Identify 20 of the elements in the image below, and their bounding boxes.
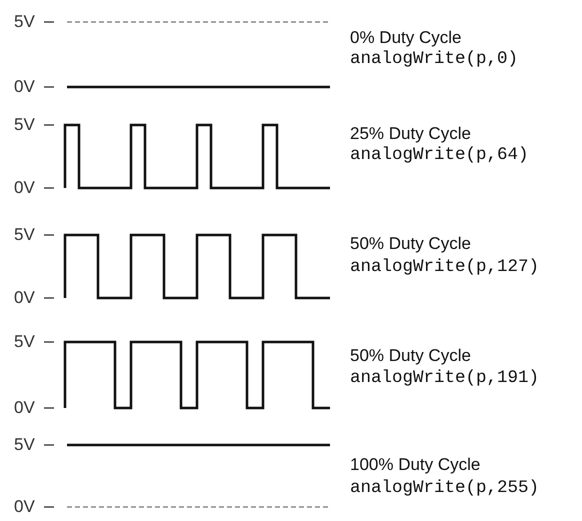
code-label: analogWrite(p,255) bbox=[350, 480, 540, 498]
voltage-label: 5V bbox=[14, 436, 35, 453]
code-label: analogWrite(p,0) bbox=[350, 51, 518, 68]
voltage-label: 5V bbox=[14, 116, 35, 133]
voltage-label: 0V bbox=[14, 179, 35, 196]
duty-cycle-label: 100% Duty Cycle bbox=[350, 456, 480, 473]
voltage-label: 0V bbox=[14, 498, 35, 515]
code-label: analogWrite(p,191) bbox=[350, 370, 540, 388]
voltage-label: 0V bbox=[14, 78, 35, 95]
code-label: analogWrite(p,127) bbox=[350, 259, 540, 276]
duty-cycle-label: 0% Duty Cycle bbox=[350, 29, 462, 46]
voltage-label: 5V bbox=[14, 13, 35, 30]
voltage-label: 5V bbox=[14, 226, 35, 243]
voltage-label: 5V bbox=[14, 333, 35, 350]
code-label: analogWrite(p,64) bbox=[350, 147, 529, 164]
duty-cycle-label: 50% Duty Cycle bbox=[350, 347, 471, 364]
duty-cycle-label: 25% Duty Cycle bbox=[350, 125, 471, 142]
voltage-label: 0V bbox=[14, 289, 35, 306]
voltage-label: 0V bbox=[14, 399, 35, 416]
duty-cycle-label: 50% Duty Cycle bbox=[350, 235, 471, 252]
